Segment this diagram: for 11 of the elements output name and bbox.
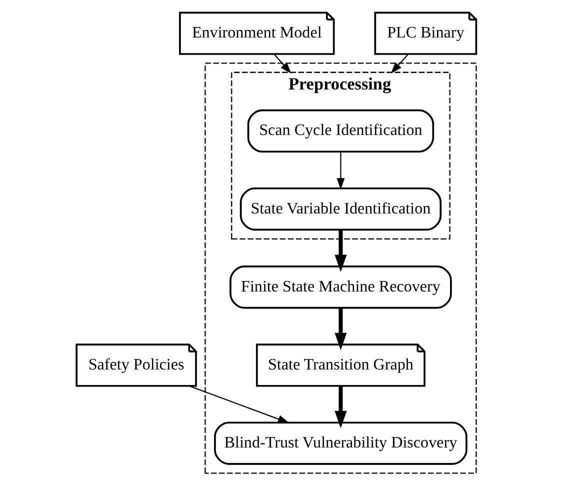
arrow bbox=[334, 386, 347, 428]
node-box: State Variable Identification bbox=[240, 187, 442, 231]
arrow bbox=[189, 386, 290, 424]
arrow bbox=[274, 54, 292, 74]
arrow bbox=[334, 230, 347, 272]
node-box: Finite State Machine Recovery bbox=[230, 266, 452, 309]
node-box: Scan Cycle Identification bbox=[247, 109, 434, 153]
arrow bbox=[336, 152, 345, 190]
arrow bbox=[390, 54, 409, 74]
arrow bbox=[334, 308, 347, 350]
node-box: Blind-Trust Vulnerability Discovery bbox=[214, 422, 468, 465]
